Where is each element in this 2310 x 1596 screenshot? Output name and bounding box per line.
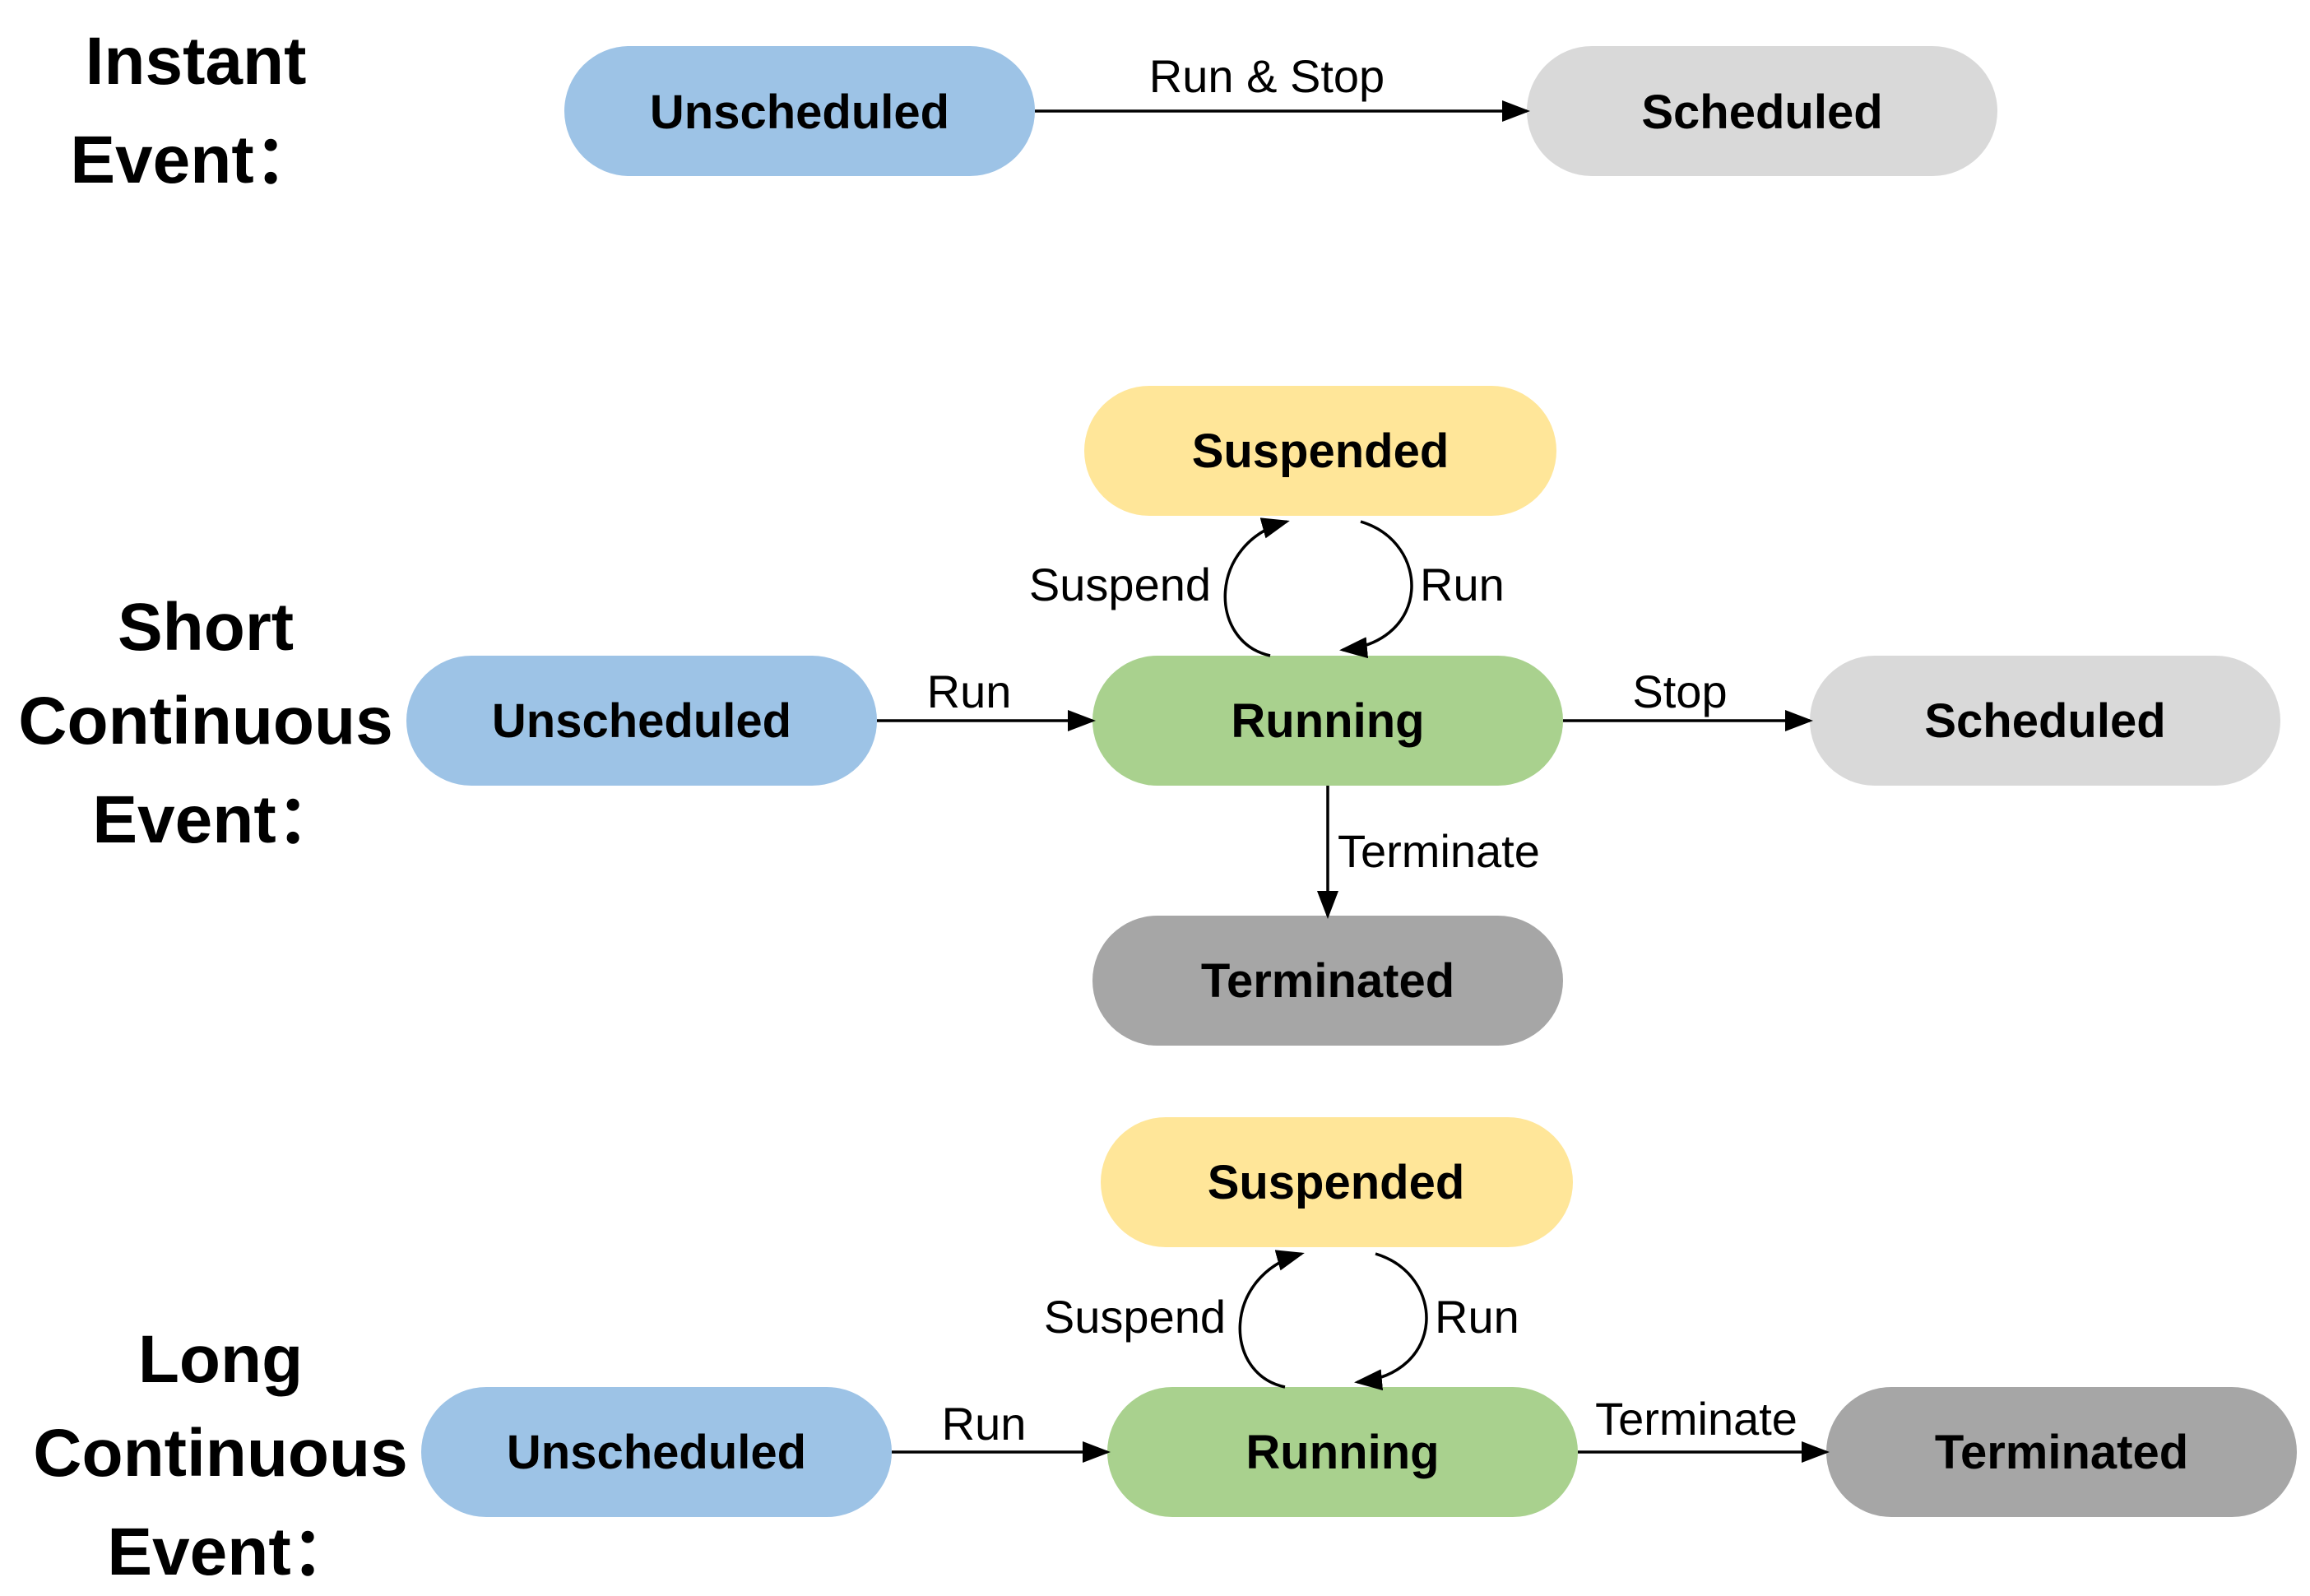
- short-edge-stop-label: Stop: [1632, 666, 1727, 717]
- short-running-shape: [1092, 656, 1563, 786]
- short-suspended-shape: [1084, 386, 1556, 516]
- short-running-label: Running: [1231, 694, 1424, 748]
- long-edge-suspend-label: Suspend: [1044, 1291, 1226, 1343]
- instant-scheduled-label: Scheduled: [1641, 86, 1882, 139]
- long-running-label: Running: [1245, 1426, 1439, 1479]
- instant-edge-run-stop-label: Run & Stop: [1149, 50, 1385, 102]
- short-edge-run-label: Run: [927, 666, 1012, 717]
- long-section-title-line1: Long: [138, 1322, 303, 1397]
- long-section-title-line2: Continuous: [33, 1416, 407, 1491]
- short-edge-terminate-label: Terminate: [1338, 825, 1540, 877]
- long-terminated-label: Terminated: [1935, 1426, 2188, 1479]
- short-suspended-label: Suspended: [1192, 425, 1450, 478]
- instant-section-title-line1: Instant: [86, 24, 307, 99]
- instant-scheduled-shape: [1527, 46, 1997, 176]
- short-scheduled-label: Scheduled: [1924, 694, 2165, 748]
- short-suspended-node: Suspended: [1084, 386, 1556, 516]
- long-terminated-node: Terminated: [1826, 1387, 2297, 1517]
- short-terminated-node: Terminated: [1092, 916, 1563, 1046]
- long-continuous-event-section: Long Continuous Event： Suspended Unsched…: [33, 1117, 2297, 1589]
- instant-unscheduled-label: Unscheduled: [650, 86, 949, 139]
- long-edge-resume-label: Run: [1435, 1291, 1519, 1343]
- short-edge-resume-arrow: [1339, 520, 1413, 659]
- short-edge-suspend-arrow: [1223, 517, 1290, 657]
- short-continuous-event-section: Short Continuous Event： Suspended Unsche…: [18, 386, 2280, 1046]
- short-running-node: Running: [1092, 656, 1563, 786]
- long-edge-suspend-arrow: [1238, 1250, 1305, 1389]
- short-unscheduled-label: Unscheduled: [492, 694, 791, 748]
- long-unscheduled-shape: [421, 1387, 892, 1517]
- short-section-title-line3: Event：: [92, 782, 343, 857]
- long-terminated-shape: [1826, 1387, 2297, 1517]
- instant-scheduled-node: Scheduled: [1527, 46, 1997, 176]
- short-section-title-line2: Continuous: [18, 684, 392, 759]
- short-unscheduled-shape: [406, 656, 877, 786]
- short-unscheduled-node: Unscheduled: [406, 656, 877, 786]
- long-unscheduled-node: Unscheduled: [421, 1387, 892, 1517]
- short-terminated-label: Terminated: [1201, 954, 1454, 1008]
- long-suspended-label: Suspended: [1208, 1156, 1465, 1209]
- long-running-shape: [1107, 1387, 1578, 1517]
- long-edge-resume-arrow: [1354, 1252, 1428, 1391]
- short-edge-suspend-label: Suspend: [1029, 559, 1211, 610]
- short-section-title-line1: Short: [118, 590, 294, 665]
- long-edge-run-label: Run: [942, 1398, 1027, 1450]
- long-section-title-line3: Event：: [107, 1515, 358, 1589]
- instant-unscheduled-node: Unscheduled: [564, 46, 1035, 176]
- long-running-node: Running: [1107, 1387, 1578, 1517]
- short-scheduled-shape: [1810, 656, 2280, 786]
- instant-section-title-line2: Event：: [70, 123, 321, 197]
- long-suspended-shape: [1101, 1117, 1573, 1247]
- long-suspended-node: Suspended: [1101, 1117, 1573, 1247]
- long-unscheduled-label: Unscheduled: [507, 1426, 806, 1479]
- long-edge-terminate-label: Terminate: [1595, 1393, 1797, 1445]
- short-edge-resume-label: Run: [1420, 559, 1505, 610]
- instant-unscheduled-shape: [564, 46, 1035, 176]
- short-terminated-shape: [1092, 916, 1563, 1046]
- short-scheduled-node: Scheduled: [1810, 656, 2280, 786]
- instant-event-section: Instant Event： Unscheduled Scheduled Run…: [70, 24, 1997, 197]
